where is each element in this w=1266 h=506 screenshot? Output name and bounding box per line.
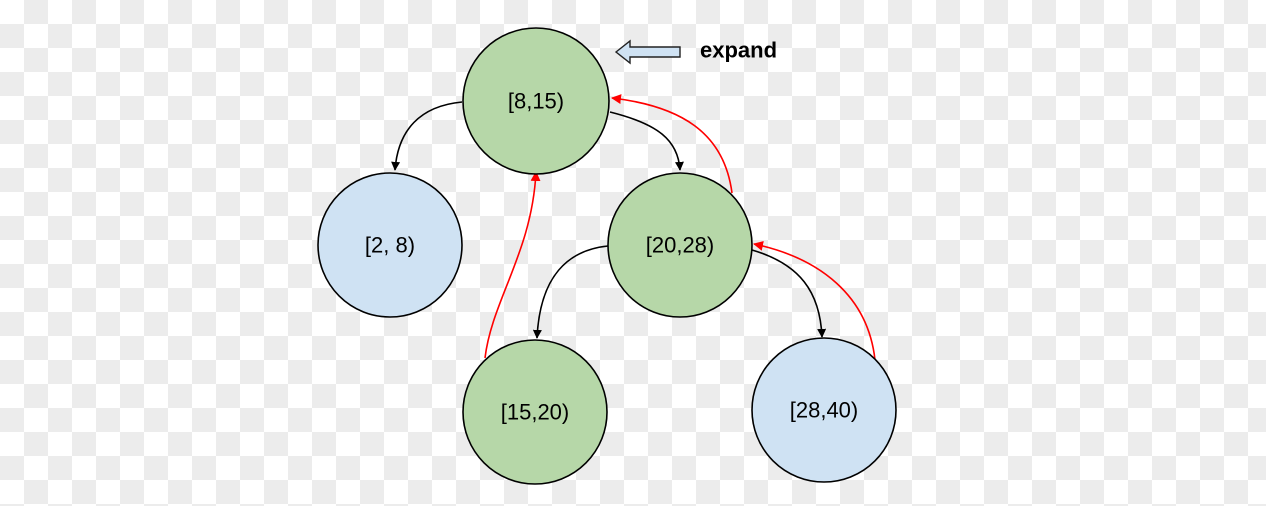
node-label: [15,20) [501, 400, 570, 425]
node-circle [751, 337, 897, 483]
expand-label: expand [700, 38, 777, 63]
tree-node-15-20: [15,20) [462, 339, 608, 485]
node-label: [8,15) [508, 89, 564, 114]
node-circle [317, 172, 463, 318]
edge-8-15-to-2-8 [391, 101, 463, 171]
tree-node-20-28: [20,28) [607, 172, 753, 318]
edge-20-28-to-15-20 [532, 245, 609, 339]
node-label: [20,28) [646, 233, 715, 258]
edge-8-15-to-20-28 [609, 111, 684, 171]
expand-callout: expand [614, 38, 777, 65]
edge-28-40-to-20-28 [753, 240, 876, 361]
left-arrow-icon [614, 39, 681, 65]
tree-node-28-40: [28,40) [751, 337, 897, 483]
node-circle [462, 27, 610, 175]
tree-node-2-8: [2, 8) [317, 172, 463, 318]
node-circle [607, 172, 753, 318]
edge-20-28-to-28-40 [751, 249, 827, 338]
node-label: [2, 8) [365, 233, 415, 258]
parent-edges [484, 94, 876, 361]
child-edges [391, 101, 827, 339]
edge-20-28-to-8-15 [611, 94, 733, 194]
node-label: [28,40) [790, 398, 859, 423]
node-circle [462, 339, 608, 485]
edge-15-20-to-8-15 [484, 171, 541, 359]
tree-node-8-15: [8,15) [462, 27, 610, 175]
